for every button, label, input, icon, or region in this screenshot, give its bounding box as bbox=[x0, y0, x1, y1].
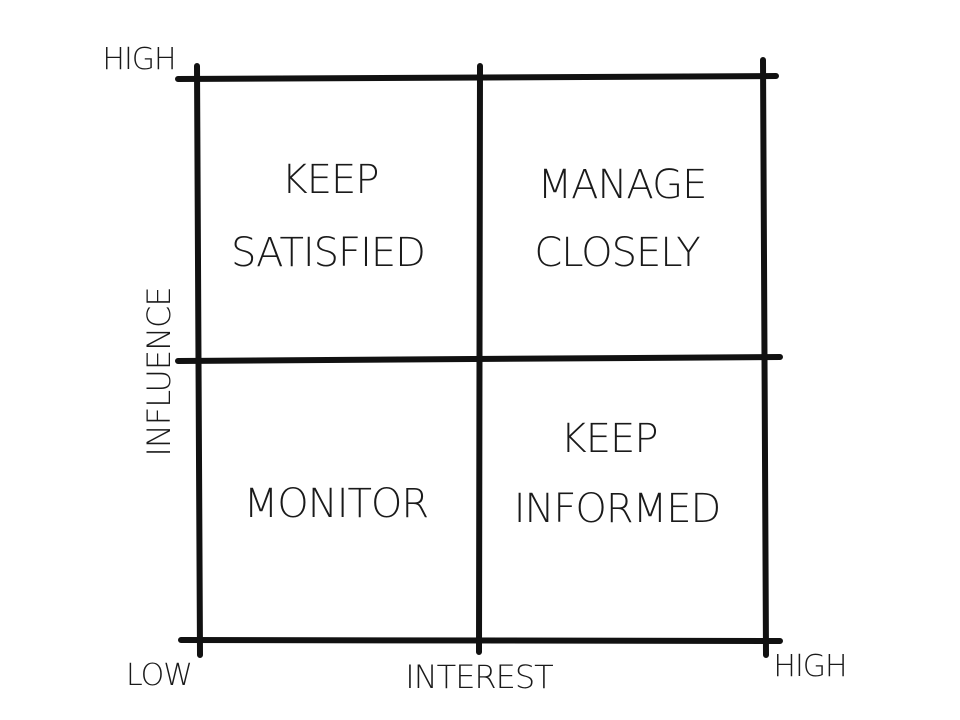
grid-line-center bbox=[476, 63, 483, 655]
quadrant-top-right-line2: CLOSELY bbox=[534, 230, 700, 276]
x-axis-low-label: LOW bbox=[126, 658, 192, 693]
grid-line-right bbox=[760, 57, 769, 658]
x-axis-label: INTEREST bbox=[405, 658, 553, 696]
quadrant-bottom-right-line2: INFORMED bbox=[514, 486, 721, 532]
quadrant-top-left-line1: KEEP bbox=[282, 157, 379, 203]
matrix-grid bbox=[175, 57, 783, 658]
grid-line-left bbox=[194, 63, 203, 658]
y-axis-high-label: HIGH bbox=[102, 42, 175, 77]
quadrant-bottom-right-line1: KEEP bbox=[561, 416, 658, 462]
quadrant-top-left-line2: SATISFIED bbox=[231, 230, 425, 276]
quadrant-bottom-left-line1: MONITOR bbox=[244, 481, 428, 527]
x-axis-high-label: HIGH bbox=[773, 649, 846, 684]
y-axis-label: INFLUENCE bbox=[140, 287, 178, 456]
quadrant-top-right-line1: MANAGE bbox=[538, 162, 707, 208]
